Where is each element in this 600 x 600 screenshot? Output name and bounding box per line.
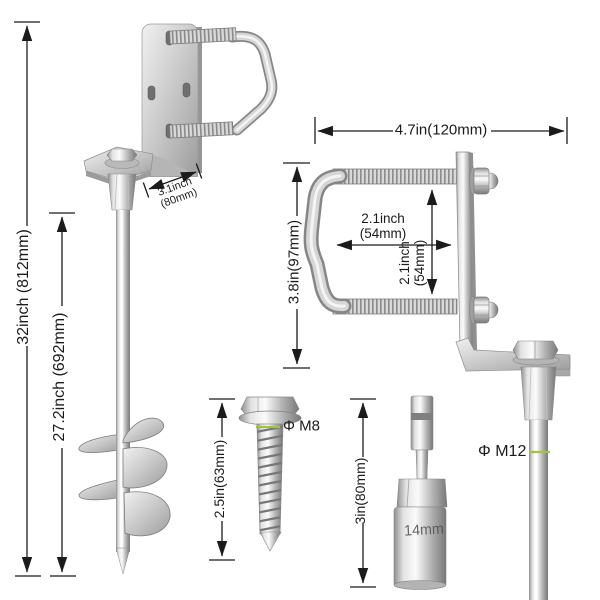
u-bolt-thread-bottom bbox=[332, 298, 458, 315]
screw-length-label: 2.5in(63mm) bbox=[211, 439, 228, 519]
socket-size-marking: 14mm bbox=[403, 520, 445, 540]
dim-base-width bbox=[142, 163, 203, 198]
dim-bracket-width bbox=[314, 117, 568, 144]
dimension-lines bbox=[14, 21, 568, 588]
u-bolt-nut-bottom bbox=[469, 296, 499, 324]
socket-body bbox=[393, 506, 447, 588]
driver-hex-shoulder bbox=[396, 478, 448, 508]
base-hex-bolt bbox=[104, 148, 140, 169]
shaft-length-label: 27.2inch (692mm) bbox=[51, 312, 69, 442]
m8-diameter-label: Φ M8 bbox=[283, 417, 320, 435]
bracket-height-label: 3.8in(97mm) bbox=[285, 219, 303, 305]
dim-screw-length bbox=[209, 398, 235, 561]
dim-socket-length bbox=[350, 398, 376, 588]
auger-blade bbox=[123, 491, 171, 537]
screw-tip bbox=[259, 531, 282, 552]
u-bolt-nut-top bbox=[469, 167, 499, 195]
driver-neck bbox=[415, 449, 429, 480]
u-bolt-loop bbox=[303, 168, 352, 314]
rod-collar bbox=[520, 366, 557, 421]
screw-threaded-shaft bbox=[256, 423, 284, 552]
dim-shaft-length bbox=[49, 212, 76, 577]
socket-driver bbox=[393, 395, 448, 590]
socket-rim bbox=[393, 580, 447, 590]
socket-length-label: 3in(80mm) bbox=[352, 457, 369, 525]
anchor-collar bbox=[107, 173, 137, 211]
inner-height-label: 2.1inch (54mm) bbox=[396, 239, 427, 287]
u-bolt-thread-top bbox=[332, 168, 458, 185]
arm-hex-bolt bbox=[512, 340, 560, 366]
m12-diameter-label: Φ M12 bbox=[478, 443, 527, 461]
bracket-detail-view bbox=[303, 151, 571, 600]
lag-screw bbox=[238, 396, 302, 552]
anchor-tip bbox=[115, 547, 131, 575]
overall-height-label: 32inch (812mm) bbox=[15, 229, 33, 345]
driver-hex-shank bbox=[410, 395, 434, 451]
auger-blade bbox=[122, 417, 165, 444]
anchor-assembly bbox=[78, 23, 278, 575]
dim-bracket-height bbox=[283, 162, 310, 369]
inner-width-label: 2.1inch (54mm) bbox=[359, 210, 407, 241]
auger-blade bbox=[122, 447, 168, 489]
auger-shaft bbox=[78, 210, 171, 575]
dim-overall-height bbox=[14, 21, 41, 577]
shank-groove bbox=[411, 413, 433, 420]
u-bolt bbox=[169, 27, 278, 139]
bracket-width-label: 4.7in(120mm) bbox=[394, 121, 488, 139]
anchor-rod bbox=[529, 420, 548, 600]
